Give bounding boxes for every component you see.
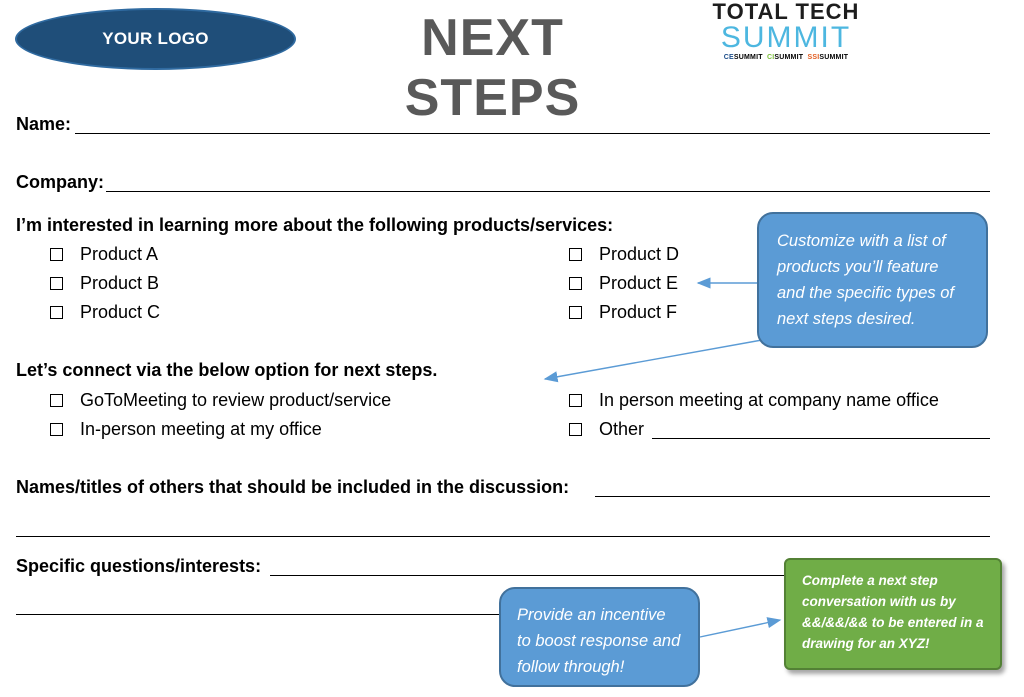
company-field[interactable]	[106, 191, 990, 192]
customize-callout: Customize with a list of products you’ll…	[757, 212, 988, 348]
checkbox[interactable]	[569, 248, 582, 261]
logo-text: YOUR LOGO	[102, 29, 209, 48]
name-field[interactable]	[75, 133, 990, 134]
name-label: Name:	[16, 114, 72, 134]
connect-heading: Let’s connect via the below option for n…	[16, 360, 438, 380]
incentive-callout: Provide an incentive to boost response a…	[499, 587, 700, 687]
product-e-option[interactable]: Product E	[569, 273, 678, 294]
checkbox[interactable]	[50, 394, 63, 407]
checkbox[interactable]	[50, 306, 63, 319]
checkbox[interactable]	[50, 423, 63, 436]
gotomeeting-option[interactable]: GoToMeeting to review product/service	[50, 390, 391, 411]
brand-sub-summits: CESUMMIT CISUMMIT SSISUMMIT	[723, 54, 849, 61]
other-field[interactable]	[652, 438, 990, 439]
drawing-incentive-box: Complete a next step conversation with u…	[784, 558, 1002, 670]
product-f-option[interactable]: Product F	[569, 302, 677, 323]
total-tech-summit-logo: TOTAL TECH SUMMIT CESUMMIT CISUMMIT SSIS…	[706, 0, 866, 64]
brand-line2: SUMMIT	[720, 21, 852, 54]
others-label: Names/titles of others that should be in…	[16, 477, 570, 497]
checkbox[interactable]	[569, 306, 582, 319]
arrow-to-incentive	[699, 617, 782, 638]
checkbox[interactable]	[50, 277, 63, 290]
checkbox[interactable]	[50, 248, 63, 261]
checkbox[interactable]	[569, 394, 582, 407]
others-field[interactable]	[595, 496, 990, 497]
others-field-line2[interactable]	[16, 536, 990, 537]
products-heading: I’m interested in learning more about th…	[16, 215, 614, 235]
in-person-my-office-option[interactable]: In-person meeting at my office	[50, 419, 322, 440]
company-label: Company:	[16, 172, 105, 192]
questions-label: Specific questions/interests:	[16, 556, 262, 576]
checkbox[interactable]	[569, 423, 582, 436]
arrow-to-connect	[543, 339, 763, 383]
logo-placeholder: YOUR LOGO	[15, 8, 296, 70]
questions-field-line2[interactable]	[16, 614, 501, 615]
checkbox[interactable]	[569, 277, 582, 290]
in-person-company-office-option[interactable]: In person meeting at company name office	[569, 390, 939, 411]
brand-line1: TOTAL TECH	[712, 0, 860, 24]
other-option[interactable]: Other	[569, 419, 644, 440]
product-a-option[interactable]: Product A	[50, 244, 158, 265]
product-b-option[interactable]: Product B	[50, 273, 159, 294]
questions-field[interactable]	[270, 575, 790, 576]
page-title: NEXT STEPS	[404, 9, 581, 127]
product-d-option[interactable]: Product D	[569, 244, 679, 265]
product-c-option[interactable]: Product C	[50, 302, 160, 323]
